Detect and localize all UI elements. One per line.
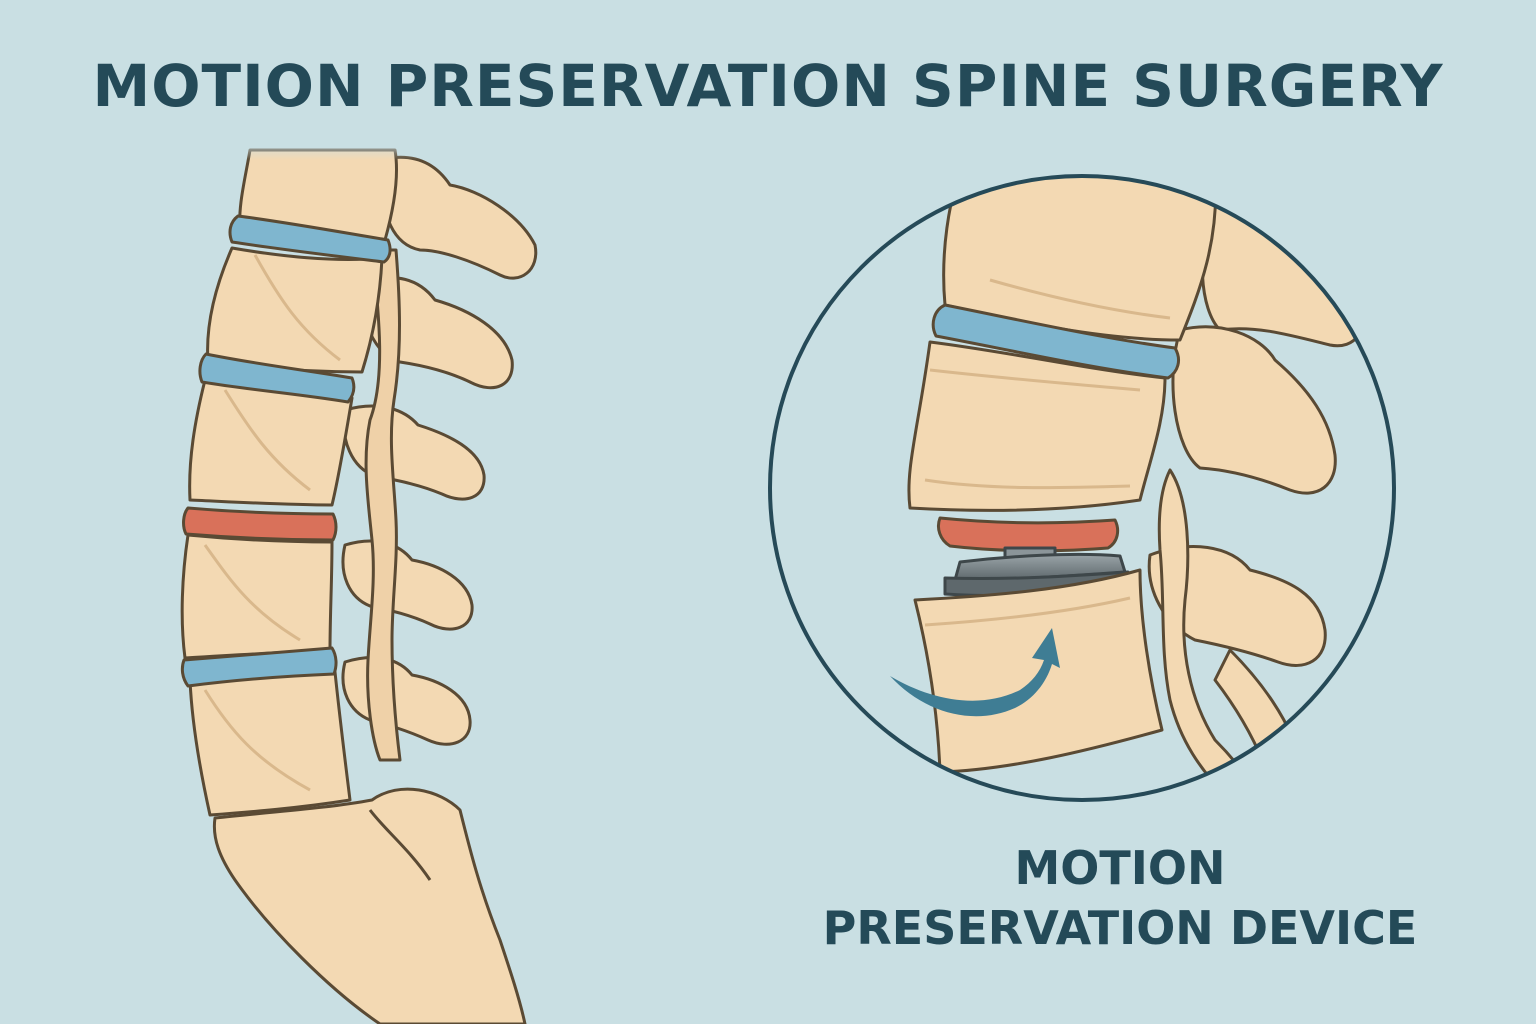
vertebral-bodies (180, 148, 527, 1024)
inset-spinous-upper (1171, 325, 1337, 495)
disc-healthy-2 (198, 352, 356, 404)
disc-healthy-3 (180, 646, 338, 688)
facet-column (364, 248, 402, 762)
device-label-line2: PRESERVATION DEVICE (822, 901, 1418, 955)
inset-pedicle (1157, 468, 1264, 800)
spinous-processes (341, 155, 538, 762)
inset-posterior-elements (1147, 193, 1365, 800)
vertebra-l5 (188, 670, 352, 817)
inset-disc-healthy (931, 303, 1180, 380)
inset-disc-damaged (936, 516, 1120, 553)
intervertebral-discs (180, 214, 392, 688)
vertebra-l4 (180, 533, 334, 660)
device-label: MOTION PRESERVATION DEVICE (770, 838, 1470, 958)
lumbar-spine-illustration (180, 138, 538, 1024)
spinous-process-5 (341, 656, 472, 746)
disc-damaged (182, 506, 338, 542)
spinous-process-1 (378, 155, 538, 280)
vertebra-shading (203, 254, 341, 792)
page-title: MOTION PRESERVATION SPINE SURGERY (92, 52, 1444, 120)
sacrum-ridge (368, 809, 432, 881)
disc-healthy-1 (228, 214, 392, 264)
spinous-process-4 (341, 539, 474, 631)
inset-circle-frame (768, 174, 1396, 802)
vertebra-l2 (206, 246, 384, 374)
inset-vertebra-middle (907, 340, 1167, 512)
rotation-arrow-icon (890, 628, 1060, 717)
device-label-line1: MOTION (1014, 841, 1226, 895)
inset-magnified-view (768, 174, 1396, 802)
inset-lamina-upper (1200, 193, 1365, 348)
sacrum (212, 787, 527, 1024)
